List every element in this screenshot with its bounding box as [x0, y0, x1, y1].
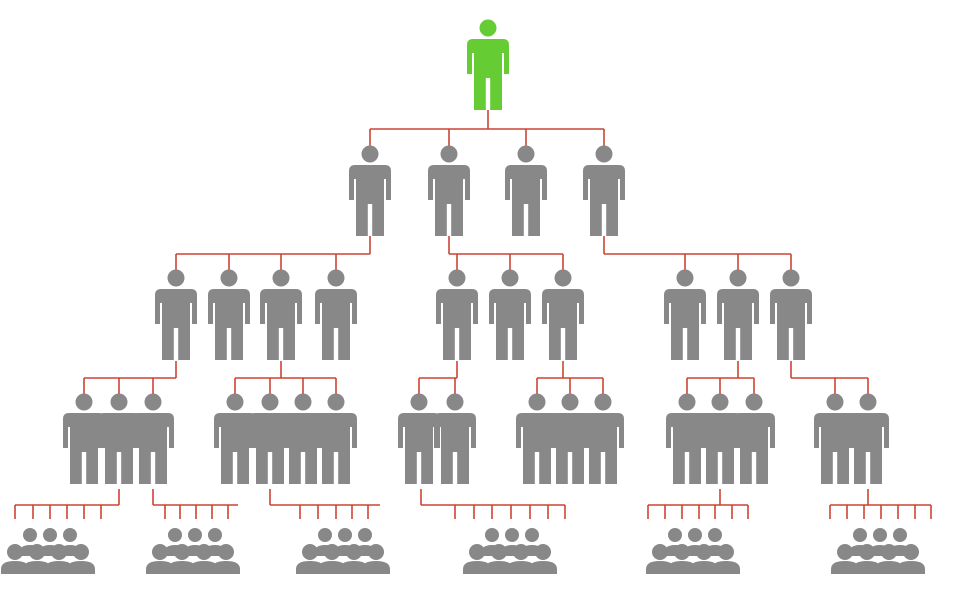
level-5-crowd-icon: [831, 528, 925, 574]
level-4-person-icon: [847, 393, 889, 484]
level-3-person-icon: [155, 269, 197, 360]
level-3-person-icon: [208, 269, 250, 360]
level-3-person-icon: [260, 269, 302, 360]
connector-lines: [14, 110, 932, 519]
level-3-person-icon: [315, 269, 357, 360]
level-4-person-icon: [699, 393, 741, 484]
level-4-person-icon: [516, 393, 558, 484]
level-4-person-icon: [214, 393, 256, 484]
level-2-person-icon: [505, 145, 547, 236]
level-3-person-icon: [664, 269, 706, 360]
level-4-person-icon: [549, 393, 591, 484]
level-2-person-icon: [349, 145, 391, 236]
people: [1, 19, 925, 574]
level-5-crowd-icon: [1, 528, 95, 574]
level-4-person-icon: [132, 393, 174, 484]
level-2-person-icon: [583, 145, 625, 236]
root-person-icon: [467, 19, 509, 110]
level-5-crowd-icon: [296, 528, 390, 574]
level-5-crowd-icon: [146, 528, 240, 574]
level-4-person-icon: [666, 393, 708, 484]
level-4-person-icon: [814, 393, 856, 484]
level-3-person-icon: [489, 269, 531, 360]
level-3-person-icon: [542, 269, 584, 360]
level-3-person-icon: [436, 269, 478, 360]
level-4-person-icon: [315, 393, 357, 484]
level-4-person-icon: [582, 393, 624, 484]
level-4-person-icon: [733, 393, 775, 484]
level-4-person-icon: [398, 393, 440, 484]
level-4-person-icon: [249, 393, 291, 484]
level-4-person-icon: [63, 393, 105, 484]
level-4-person-icon: [282, 393, 324, 484]
level-4-person-icon: [434, 393, 476, 484]
level-5-crowd-icon: [463, 528, 557, 574]
level-4-person-icon: [98, 393, 140, 484]
level-2-person-icon: [428, 145, 470, 236]
level-3-person-icon: [770, 269, 812, 360]
level-5-crowd-icon: [646, 528, 740, 574]
level-3-person-icon: [717, 269, 759, 360]
